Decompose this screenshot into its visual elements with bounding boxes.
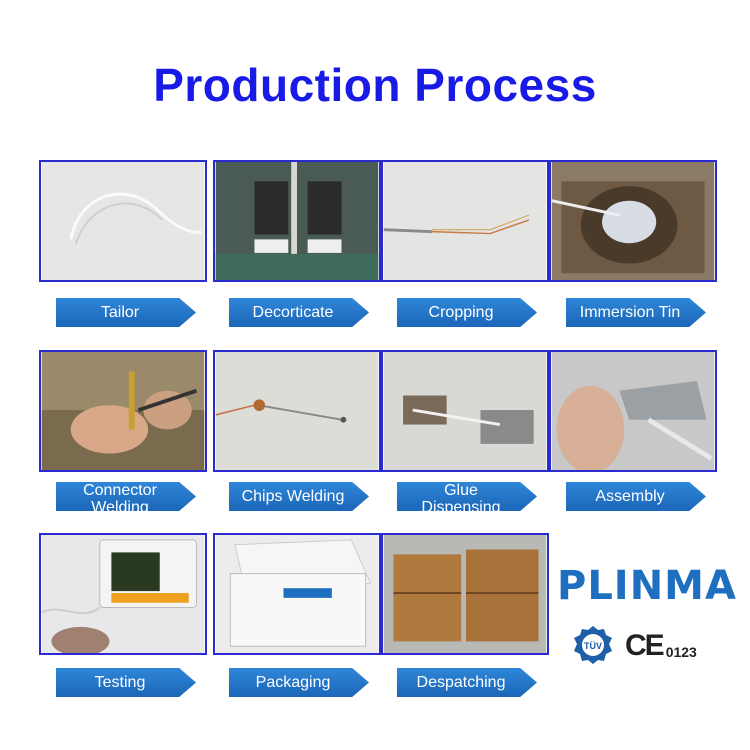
photo-tailor <box>39 160 207 282</box>
photo-glue-dispensing <box>381 350 549 472</box>
label-assembly: Assembly <box>566 482 706 511</box>
brand-logo: PLINMA <box>557 563 737 609</box>
label-immersion-tin: Immersion Tin <box>566 298 706 327</box>
label-decorticate: Decorticate <box>229 298 369 327</box>
photo-despatching <box>381 533 549 655</box>
label-chips-welding: Chips Welding <box>229 482 369 511</box>
ce-number: 0123 <box>665 644 697 660</box>
photo-decorticate <box>213 160 381 282</box>
photo-chips-welding <box>213 350 381 472</box>
photo-cropping <box>381 160 549 282</box>
svg-text:TÜV: TÜV <box>584 641 602 651</box>
label-cropping: Cropping <box>397 298 537 327</box>
tuv-certification-icon: TÜV <box>573 625 613 665</box>
label-testing: Testing <box>56 668 196 697</box>
photo-immersion-tin <box>549 160 717 282</box>
photo-packaging <box>213 533 381 655</box>
photo-assembly <box>549 350 717 472</box>
ce-certification-mark: CE 0123 <box>625 629 697 662</box>
ce-mark: CE <box>625 629 665 662</box>
page-title: Production Process <box>153 59 597 111</box>
label-packaging: Packaging <box>229 668 369 697</box>
label-tailor: Tailor <box>56 298 196 327</box>
photo-connector-welding <box>39 350 207 472</box>
photo-testing <box>39 533 207 655</box>
label-despatching: Despatching <box>397 668 537 697</box>
